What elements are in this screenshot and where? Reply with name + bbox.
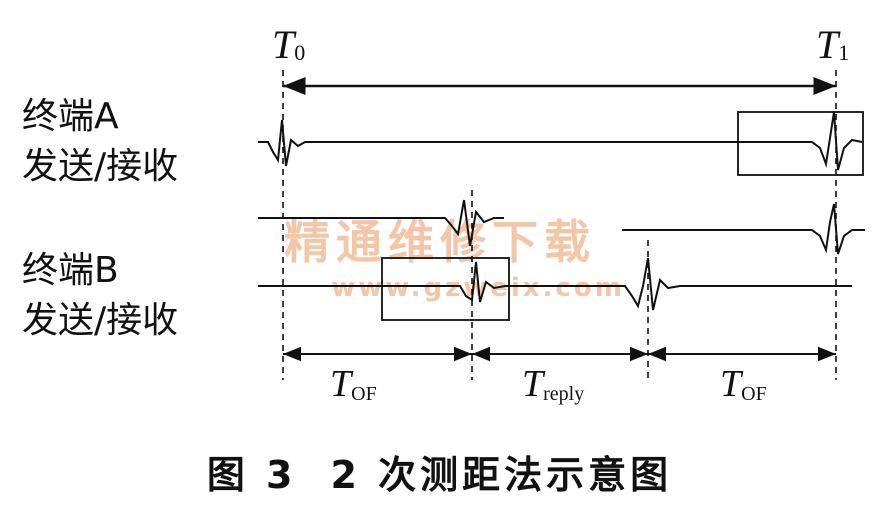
terminal-b-reply-signal: [258, 257, 852, 311]
figure-caption: 图 3 2 次测距法示意图: [0, 444, 879, 499]
terminal-a-name: 终端A: [22, 96, 119, 137]
tof-right-label: TOF: [720, 363, 767, 405]
terminal-a-return-signal: [622, 203, 865, 255]
watermark-text: 精通维修下载: [284, 215, 596, 269]
treply-label: Treply: [522, 363, 584, 405]
terminal-b-name: 终端B: [22, 250, 119, 291]
watermark: 精通维修下载 www.gzweix.com: [284, 215, 625, 303]
terminal-b-process-window: [381, 257, 510, 321]
terminal-a-role: 发送/接收: [22, 146, 178, 187]
terminal-a-receive-window: [737, 111, 864, 176]
figure-title: 2 次测距法示意图: [330, 453, 673, 497]
terminal-b-role: 发送/接收: [22, 300, 178, 341]
terminal-b-receive-signal: [258, 199, 504, 247]
tof-left-label: TOF: [330, 363, 377, 405]
t1-label: T1: [816, 22, 849, 67]
terminal-a-signal: [258, 111, 863, 171]
figure-number: 图 3: [206, 453, 297, 497]
t0-label: T0: [272, 22, 305, 67]
watermark-url: www.gzweix.com: [331, 273, 625, 303]
